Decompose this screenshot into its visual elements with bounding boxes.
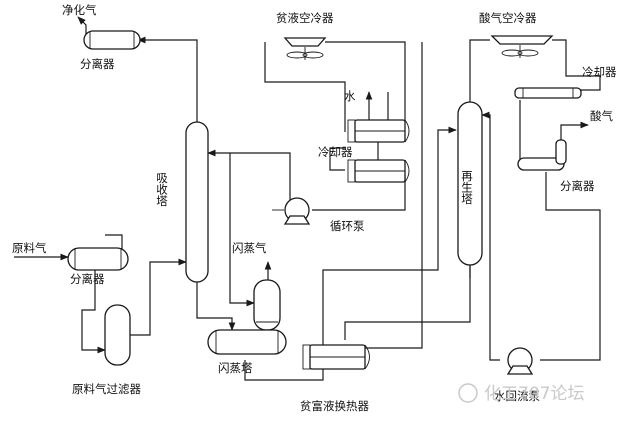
label-regenerator: 再生塔 <box>460 170 474 205</box>
label-absorber: 吸收塔 <box>155 172 169 207</box>
label-acid-gas: 酸气 <box>590 109 613 123</box>
separator-right <box>517 139 567 171</box>
label-reflux-pump: 水回流泵 <box>494 389 540 403</box>
cooler-right <box>514 87 582 99</box>
label-lean-air-cooler: 贫液空冷器 <box>276 11 334 25</box>
label-circulation-pump: 循环泵 <box>330 219 365 233</box>
label-separator-right: 分离器 <box>560 179 595 193</box>
feed-filter <box>104 304 131 366</box>
label-flash-gas: 闪蒸气 <box>232 241 267 255</box>
label-cooler-mid: 冷却器 <box>318 145 353 159</box>
label-cooler-right: 冷却器 <box>582 65 617 79</box>
separator-left <box>67 247 129 271</box>
cooler-stack <box>347 119 410 183</box>
label-acid-air-cooler: 酸气空冷器 <box>479 11 537 25</box>
lean-rich-exchanger <box>302 344 370 370</box>
regenerator-column <box>457 101 483 266</box>
watermark-text: 化工707论坛 <box>484 384 584 404</box>
acid-air-cooler <box>490 35 554 58</box>
label-feed-gas: 原料气 <box>12 241 47 255</box>
flash-tank <box>207 329 287 355</box>
flash-drum <box>253 279 281 331</box>
lean-air-cooler <box>283 37 327 60</box>
label-separator-left: 分离器 <box>70 272 105 286</box>
label-separator-top: 分离器 <box>80 57 115 71</box>
label-water: 水 <box>344 89 356 103</box>
watermark: 化工707论坛 <box>458 383 584 404</box>
absorber-column <box>185 121 209 283</box>
piping <box>14 16 601 381</box>
reflux-pump <box>506 347 534 375</box>
separator-top <box>83 30 141 50</box>
circulation-pump <box>272 197 311 225</box>
label-lean-rich-exchanger: 贫富液换热器 <box>300 399 369 413</box>
label-purified-gas: 净化气 <box>62 3 97 17</box>
label-feed-filter: 原料气过滤器 <box>72 382 141 396</box>
label-flash-tank: 闪蒸塔 <box>218 361 253 375</box>
